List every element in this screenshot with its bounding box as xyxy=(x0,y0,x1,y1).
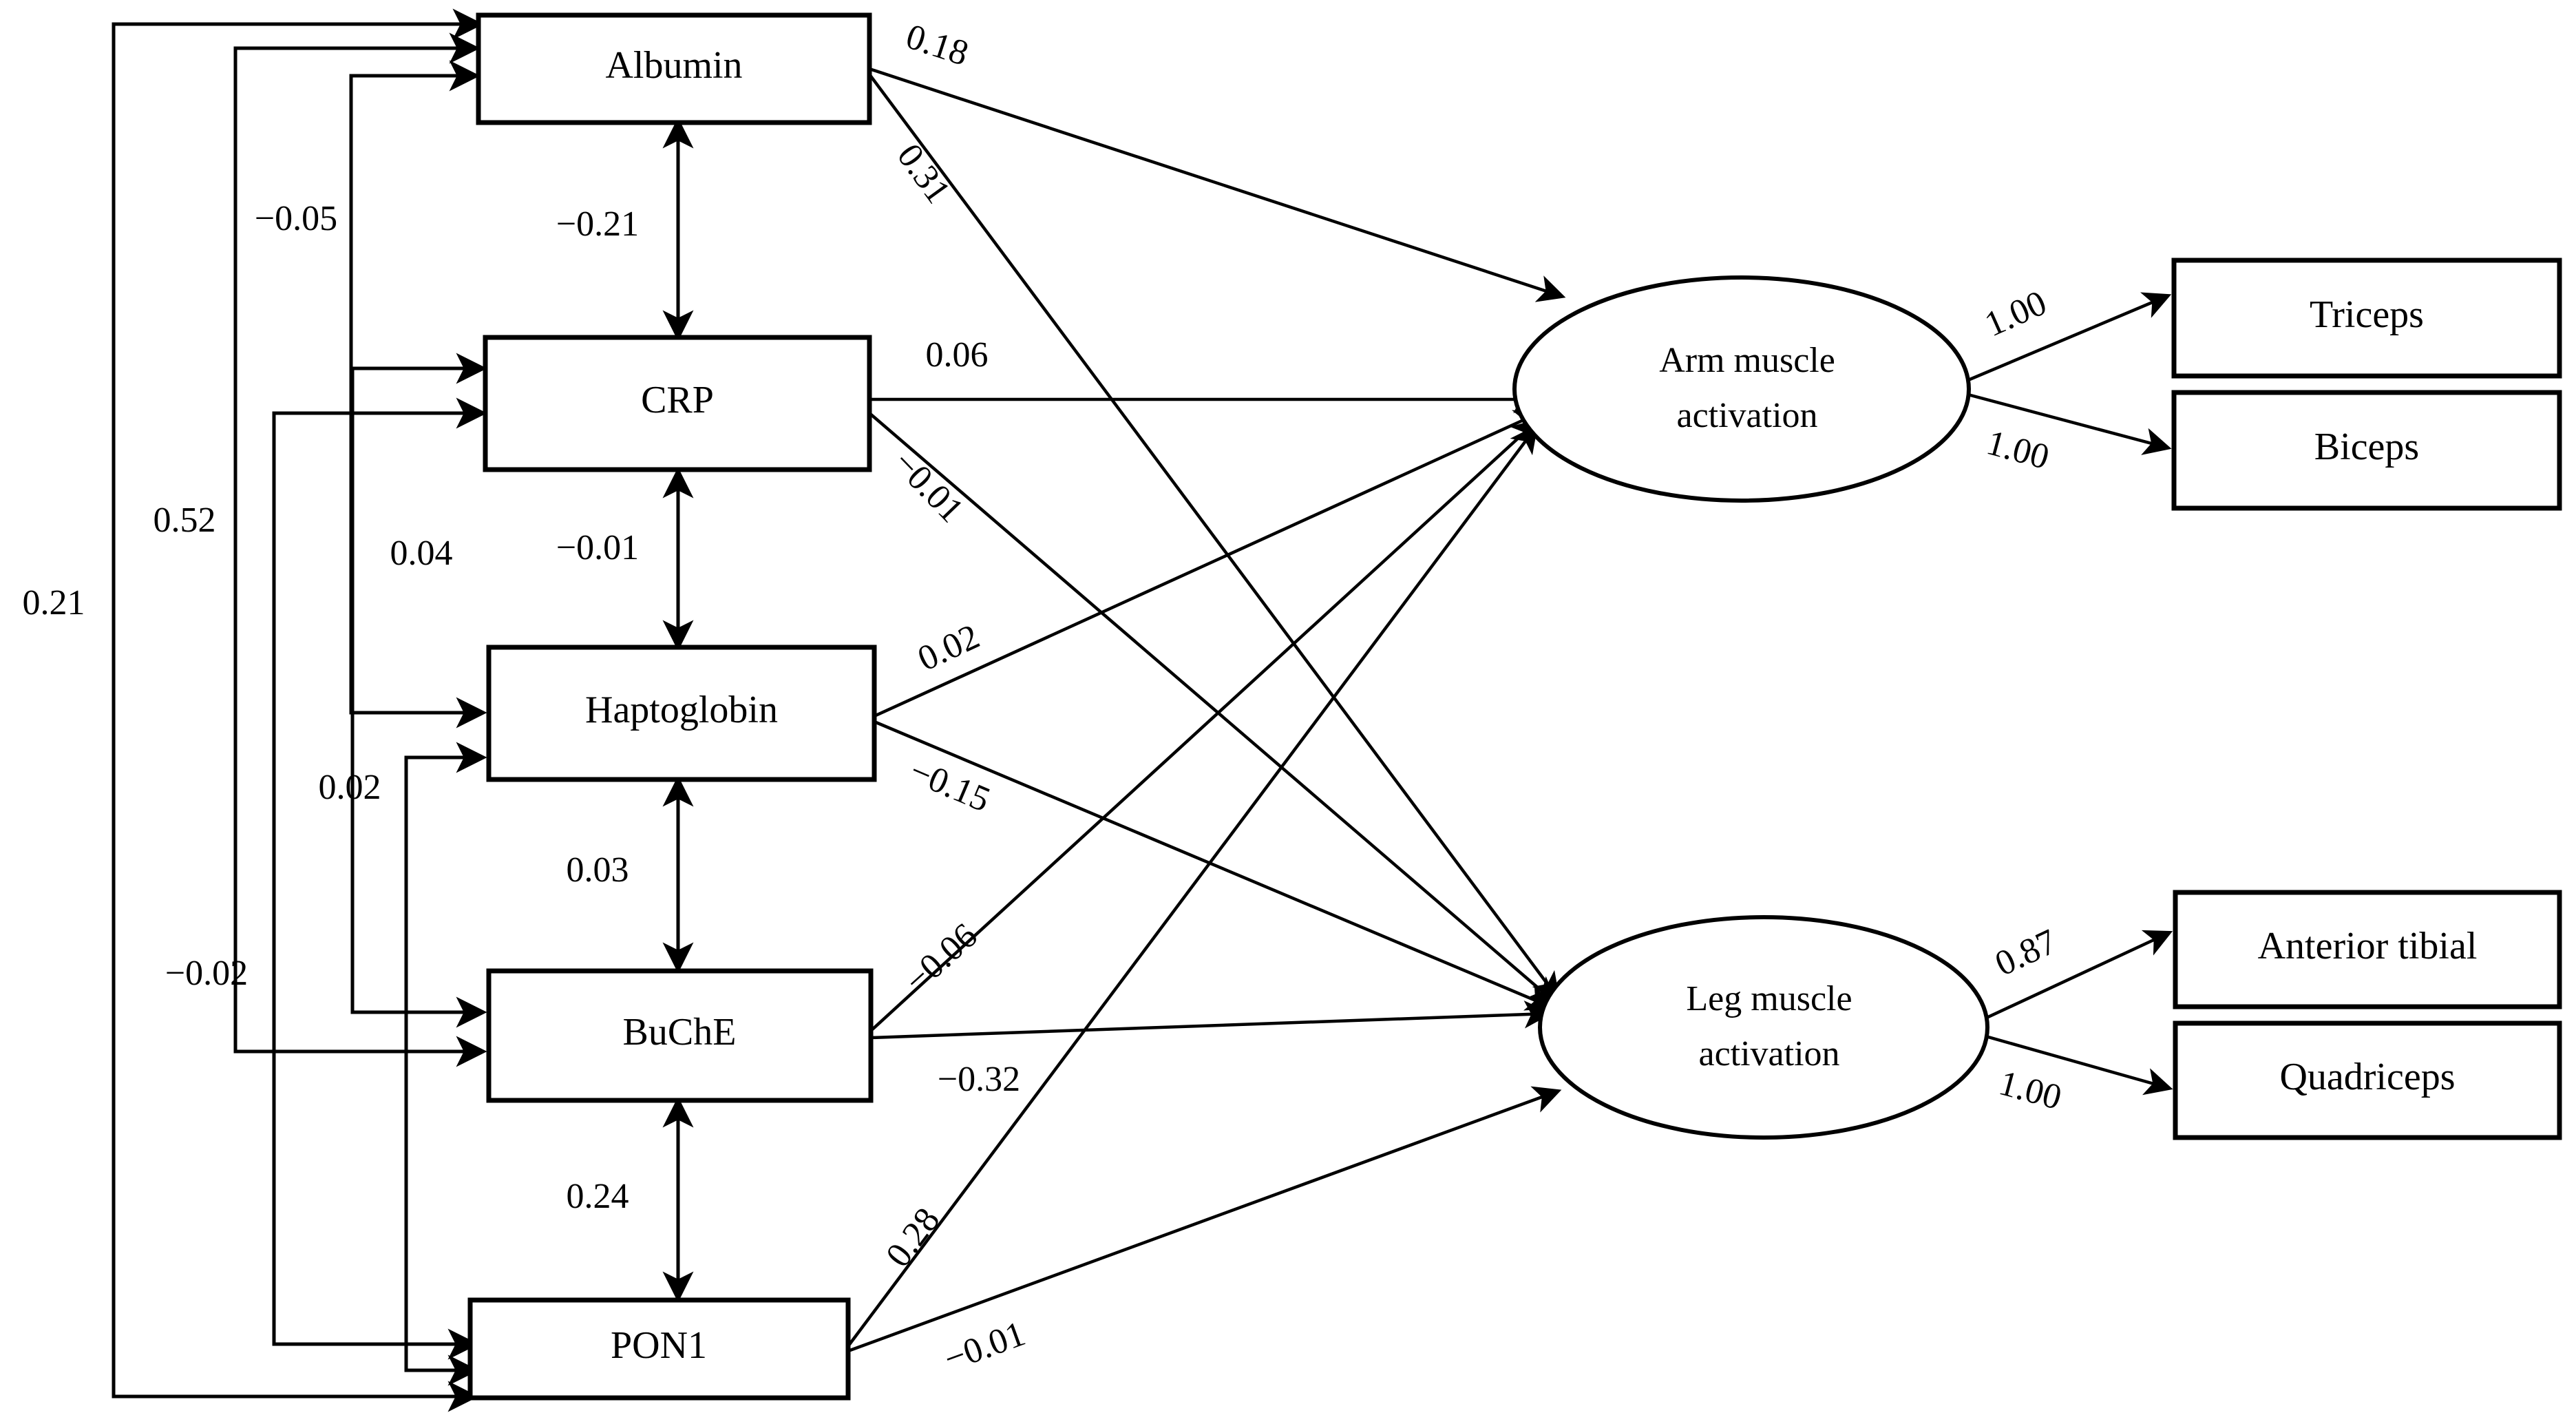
path-albumin-arm: 0.18 xyxy=(869,17,1566,302)
path-arm-triceps: 1.00 xyxy=(1954,283,2172,388)
coef-pon1-leg: −0.01 xyxy=(939,1314,1031,1379)
path-buche-leg: −0.32 xyxy=(870,1000,1552,1099)
node-leg-label-line1: Leg muscle xyxy=(1686,979,1852,1018)
coef-buche-leg: −0.32 xyxy=(938,1060,1020,1099)
coef-albumin-arm: 0.18 xyxy=(901,17,973,73)
node-triceps[interactable]: Triceps xyxy=(2171,258,2562,379)
covariance-albumin-crp: −0.21 xyxy=(556,117,694,342)
node-anterior-tibial[interactable]: Anterior tibial xyxy=(2173,890,2562,1009)
node-haptoglobin-label: Haptoglobin xyxy=(585,689,778,731)
coef-buche-arm: −0.06 xyxy=(897,916,985,1001)
coef-leg-quadriceps: 1.00 xyxy=(1995,1063,2066,1118)
node-triceps-label: Triceps xyxy=(2310,293,2424,336)
coef-cov-haptoglobin-buche: 0.03 xyxy=(567,850,629,890)
coef-cov-albumin-pon1: 0.21 xyxy=(23,583,85,622)
node-biceps[interactable]: Biceps xyxy=(2171,390,2562,511)
node-arm-label-line1: Arm muscle xyxy=(1659,341,1835,380)
node-anterior-tibial-label: Anterior tibial xyxy=(2258,925,2478,967)
node-buche[interactable]: BuChE xyxy=(486,968,874,1103)
node-quadriceps-label: Quadriceps xyxy=(2279,1056,2455,1098)
path-crp-arm: 0.06 xyxy=(869,335,1541,414)
node-haptoglobin[interactable]: Haptoglobin xyxy=(486,645,877,782)
path-pon1-leg: −0.01 xyxy=(847,1086,1562,1379)
coef-haptoglobin-leg: −0.15 xyxy=(904,751,995,819)
coef-albumin-leg: 0.31 xyxy=(889,137,958,211)
coef-leg-anterior-tibial: 0.87 xyxy=(1989,922,2063,984)
coef-arm-triceps: 1.00 xyxy=(1979,283,2052,344)
node-leg-muscle-activation[interactable]: Leg muscle activation xyxy=(1538,915,1989,1140)
path-haptoglobin-arm: 0.02 xyxy=(874,410,1543,718)
node-buche-label: BuChE xyxy=(623,1011,737,1054)
node-pon1-label: PON1 xyxy=(611,1324,707,1367)
node-biceps-label: Biceps xyxy=(2314,426,2419,468)
path-leg-quadriceps: 1.00 xyxy=(1968,1029,2173,1118)
coef-cov-albumin-buche: 0.52 xyxy=(154,501,216,540)
coef-cov-crp-haptoglobin: −0.01 xyxy=(556,528,639,567)
path-crp-leg: −0.01 xyxy=(868,412,1559,1005)
coef-pon1-arm: 0.28 xyxy=(878,1201,947,1275)
node-albumin[interactable]: Albumin xyxy=(476,12,872,125)
covariance-route-albumin-buche: 0.52 xyxy=(154,32,487,1067)
path-pon1-arm: 0.28 xyxy=(847,424,1539,1348)
node-albumin-label: Albumin xyxy=(605,44,742,87)
node-pon1[interactable]: PON1 xyxy=(467,1297,851,1401)
covariance-crp-haptoglobin: −0.01 xyxy=(556,467,694,651)
node-crp[interactable]: CRP xyxy=(483,335,872,472)
node-arm-label-line2: activation xyxy=(1676,396,1817,435)
covariance-haptoglobin-buche: 0.03 xyxy=(567,775,694,974)
node-leg-label-line2: activation xyxy=(1698,1034,1839,1074)
node-quadriceps[interactable]: Quadriceps xyxy=(2173,1020,2562,1140)
covariance-route-crp-buche: 0.04 xyxy=(350,353,487,1028)
path-leg-anterior-tibial: 0.87 xyxy=(1968,922,2173,1028)
covariance-route-crp-pon1: −0.02 xyxy=(165,397,487,1360)
path-arm-biceps: 1.00 xyxy=(1954,389,2172,477)
coef-cov-crp-pon1: −0.02 xyxy=(165,954,248,993)
coef-cov-albumin-crp: −0.21 xyxy=(556,205,639,244)
node-crp-label: CRP xyxy=(641,379,714,421)
covariance-route-albumin-pon1: 0.21 xyxy=(23,8,484,1412)
covariance-route-haptoglobin-pon1: 0.02 xyxy=(319,742,487,1386)
covariance-buche-pon1: 0.24 xyxy=(567,1096,694,1303)
coef-crp-arm: 0.06 xyxy=(926,335,989,375)
path-buche-arm: −0.06 xyxy=(869,418,1540,1032)
coef-cov-albumin-haptoglobin: −0.05 xyxy=(255,199,337,238)
coef-cov-buche-pon1: 0.24 xyxy=(567,1177,629,1216)
coef-cov-haptoglobin-pon1: 0.02 xyxy=(319,768,381,807)
coef-arm-biceps: 1.00 xyxy=(1983,423,2054,477)
coef-cov-crp-buche: 0.04 xyxy=(390,534,453,573)
path-haptoglobin-leg: −0.15 xyxy=(874,720,1555,1011)
node-arm-muscle-activation[interactable]: Arm muscle activation xyxy=(1512,275,1971,503)
covariance-route-albumin-haptoglobin: −0.05 xyxy=(255,60,487,729)
coef-crp-leg: −0.01 xyxy=(885,443,971,530)
